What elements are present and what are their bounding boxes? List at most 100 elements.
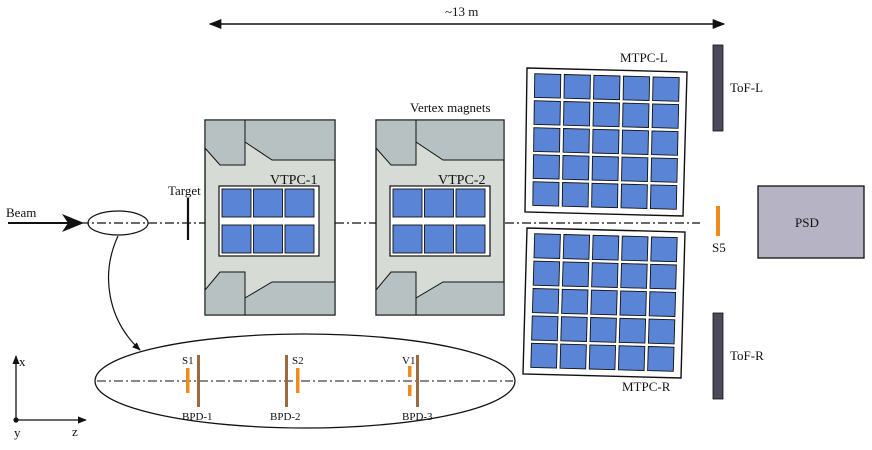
psd-label: PSD bbox=[795, 215, 819, 230]
tpc-pad bbox=[532, 181, 560, 207]
psd-detector bbox=[757, 185, 865, 259]
axis-x-label: x bbox=[19, 354, 26, 369]
tpc-pad bbox=[392, 188, 423, 218]
v1-counter-top bbox=[408, 366, 412, 377]
tof-l-wall bbox=[712, 44, 724, 132]
mtpc-l bbox=[524, 67, 688, 217]
axis-z-label: z bbox=[72, 424, 78, 439]
tpc-pad bbox=[562, 155, 590, 181]
vertex-magnet-1 bbox=[204, 119, 336, 316]
bpd2-bar bbox=[285, 355, 288, 407]
tof-r-wall bbox=[712, 312, 724, 400]
tpc-pad bbox=[592, 128, 620, 155]
tpc-pad bbox=[651, 103, 680, 129]
tpc-pad bbox=[532, 260, 561, 287]
tpc-pad bbox=[647, 318, 676, 345]
tpc-pad bbox=[650, 157, 678, 183]
pole-piece bbox=[204, 271, 246, 316]
tofr-label: ToF-R bbox=[730, 348, 764, 363]
tofl-label: ToF-L bbox=[730, 80, 763, 95]
tpc-pad bbox=[563, 74, 591, 100]
pole-piece bbox=[244, 281, 336, 316]
tpc-pad bbox=[621, 235, 649, 262]
s1-counter bbox=[186, 368, 190, 393]
s5-counter bbox=[716, 206, 720, 236]
tpc-pad bbox=[622, 102, 650, 128]
tpc-pad bbox=[652, 76, 680, 102]
beamline-zoom-ellipse bbox=[87, 210, 149, 236]
mtpcl-label: MTPC-L bbox=[620, 50, 668, 65]
tpc-pad bbox=[560, 316, 588, 342]
pole-piece bbox=[375, 271, 417, 316]
tpc-pad bbox=[221, 188, 252, 218]
tpc-pad bbox=[392, 224, 423, 254]
pole-piece bbox=[244, 119, 336, 161]
tpc-pad bbox=[621, 129, 649, 155]
tpc-pad bbox=[591, 262, 619, 288]
scale-label: ~13 m bbox=[445, 4, 478, 19]
tpc-pad bbox=[591, 234, 620, 261]
tpc-pad bbox=[619, 290, 647, 317]
vtpc1-label: VTPC-1 bbox=[270, 173, 317, 188]
pole-piece bbox=[415, 281, 505, 316]
tpc-pad bbox=[455, 224, 486, 254]
tpc-pad bbox=[561, 182, 589, 208]
tpc-pad bbox=[533, 100, 561, 126]
zoom-connector-curve bbox=[107, 235, 141, 351]
tpc-pad bbox=[531, 288, 560, 314]
bpd3-bar bbox=[416, 355, 419, 407]
tpc-pad bbox=[424, 224, 454, 254]
tpc-pad bbox=[532, 154, 560, 180]
s2-label: S2 bbox=[292, 355, 304, 367]
tpc-pad bbox=[591, 155, 619, 182]
tpc-pad bbox=[562, 234, 591, 260]
tpc-pad bbox=[622, 75, 651, 101]
vertex-magnet-2 bbox=[375, 119, 505, 316]
s2-counter bbox=[296, 368, 300, 393]
v1-counter-bottom bbox=[408, 385, 412, 396]
bpd1-label: BPD-1 bbox=[182, 411, 213, 423]
coordinate-axes bbox=[12, 355, 87, 424]
tpc-pad bbox=[253, 188, 283, 218]
tpc-pad bbox=[588, 344, 617, 371]
tpc-pad bbox=[650, 236, 678, 263]
tpc-pad bbox=[617, 345, 646, 371]
bpd1-bar bbox=[197, 355, 200, 407]
target-label: Target bbox=[168, 183, 201, 198]
tpc-pad bbox=[253, 224, 283, 254]
tpc-pad bbox=[561, 261, 590, 288]
tpc-pad bbox=[559, 343, 587, 370]
tpc-pad bbox=[561, 288, 589, 315]
tpc-pad bbox=[589, 317, 617, 343]
vtpc2-label: VTPC-2 bbox=[438, 173, 485, 188]
tpc-pad bbox=[531, 315, 559, 342]
tpc-pad bbox=[620, 183, 648, 209]
tpc-pad bbox=[533, 73, 562, 99]
tpc-pad bbox=[455, 188, 486, 218]
tpc-pad bbox=[649, 263, 677, 290]
tpc-pad bbox=[590, 289, 618, 316]
tpc-pad bbox=[424, 188, 454, 218]
tpc-pad bbox=[533, 127, 561, 153]
tpc-pad bbox=[648, 291, 677, 317]
tpc-pad bbox=[651, 130, 679, 156]
bpd2-label: BPD-2 bbox=[270, 411, 301, 423]
beam-label: Beam bbox=[6, 205, 36, 220]
bpd3-label: BPD-3 bbox=[402, 411, 433, 423]
tpc-pad bbox=[591, 182, 619, 209]
pole-piece bbox=[375, 119, 417, 166]
tpc-pad bbox=[620, 263, 648, 289]
tpc-pad bbox=[530, 342, 558, 369]
tpc-pad bbox=[562, 128, 590, 154]
tpc-pad bbox=[563, 101, 591, 127]
s1-label: S1 bbox=[182, 355, 194, 367]
tpc-pad bbox=[221, 224, 252, 254]
tpc-pad bbox=[533, 233, 561, 259]
tpc-pad bbox=[649, 184, 678, 210]
tpc-pad bbox=[284, 188, 315, 218]
mtpc-r bbox=[522, 227, 686, 379]
beamline-detail bbox=[94, 333, 516, 429]
mtpcr-label: MTPC-R bbox=[622, 379, 671, 394]
